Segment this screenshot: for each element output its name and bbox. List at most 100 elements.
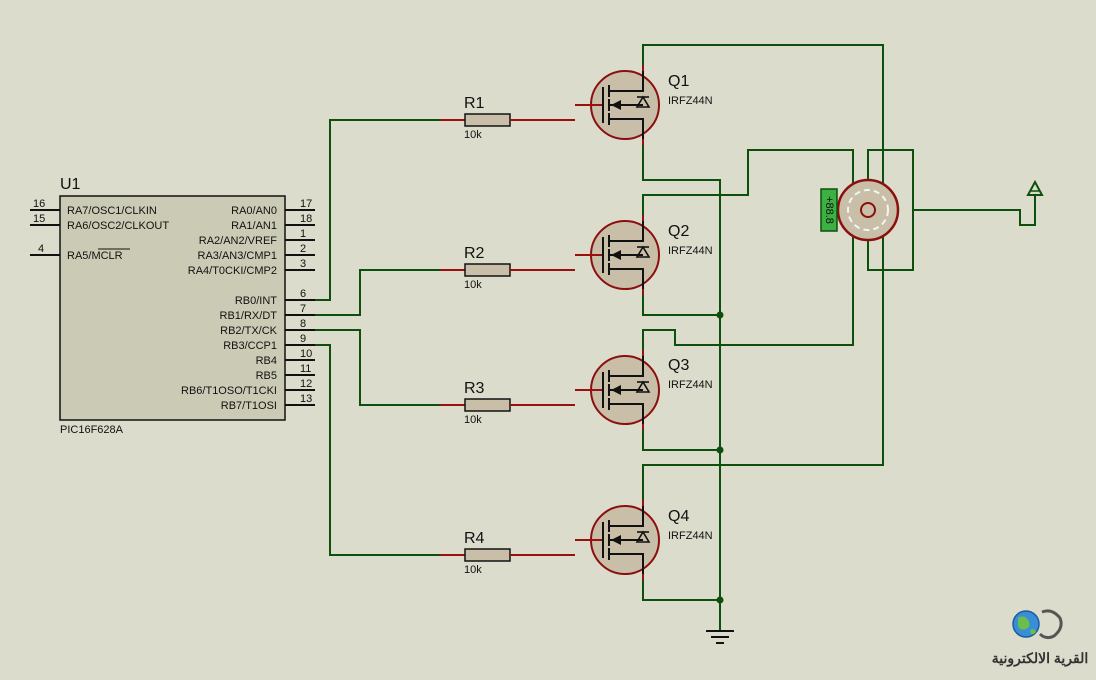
pin-label: RB2/TX/CK — [220, 325, 278, 337]
logo: القرية الالكترونية — [992, 609, 1088, 667]
ic-right-pin: 10 RB4 — [256, 348, 315, 367]
power-wires — [642, 44, 1036, 630]
pin-label: RA6/OSC2/CLKOUT — [67, 220, 169, 232]
pin-number: 12 — [300, 378, 312, 390]
pin-label: RB5 — [256, 370, 277, 382]
resistor-body — [464, 548, 511, 562]
resistor-ref: R2 — [464, 245, 485, 262]
wire-source-bus — [642, 145, 721, 630]
ic-left-pin: 15 RA6/OSC2/CLKOUT — [30, 213, 169, 232]
resistor-r4[interactable]: R4 10k — [440, 530, 575, 576]
microcontroller-u1[interactable]: U1 PIC16F628A 16 RA7/OSC1/CLKIN 15 RA6/O… — [30, 176, 315, 436]
resistor-ref: R4 — [464, 530, 485, 547]
pin-label: RB1/RX/DT — [220, 310, 278, 322]
mosfet-q1[interactable]: Q1 IRFZ44N — [574, 64, 713, 146]
mosfet-part: IRFZ44N — [668, 245, 713, 257]
wire-rb3-r4 — [315, 344, 440, 556]
pin-label: RB4 — [256, 355, 277, 367]
pin-number: 10 — [300, 348, 312, 360]
motor-display — [820, 188, 838, 232]
motor-body — [836, 178, 900, 242]
mosfet-q2[interactable]: Q2 IRFZ44N — [574, 214, 713, 296]
resistor-body — [464, 263, 511, 277]
ic-right-pin: 1 RA2/AN2/VREF — [199, 228, 315, 247]
wire-q2-q3-drain — [642, 149, 854, 350]
pin-number: 1 — [300, 228, 306, 240]
ic-left-pin: 4 RA5/MCLR — [30, 243, 130, 262]
ic-right-pin: 9 RB3/CCP1 — [223, 333, 315, 352]
dish-icon — [1038, 609, 1063, 640]
pin-number: 16 — [33, 198, 45, 210]
resistor-value: 10k — [464, 564, 482, 576]
ic-right-pin: 7 RB1/RX/DT — [220, 303, 315, 322]
ic-right-pin: 13 RB7/T1OSI — [221, 393, 315, 412]
wire-q4-source — [642, 580, 720, 601]
wire-q1-q4-drain — [642, 44, 884, 500]
mosfet-q4[interactable]: Q4 IRFZ44N — [574, 499, 713, 581]
pin-number: 13 — [300, 393, 312, 405]
motor-display-label: +88.8 — [823, 196, 835, 224]
mosfet-part: IRFZ44N — [668, 379, 713, 391]
pin-label: RA2/AN2/VREF — [199, 235, 278, 247]
signal-wires — [315, 119, 440, 556]
stepper-motor[interactable]: +88.8 — [820, 178, 900, 242]
ic-left-pin: 16 RA7/OSC1/CLKIN — [30, 198, 157, 217]
pin-label: RB3/CCP1 — [223, 340, 277, 352]
pin-number: 8 — [300, 318, 306, 330]
resistor-body — [464, 113, 511, 127]
pin-label: RB6/T1OSO/T1CKI — [181, 385, 277, 397]
ic-body — [59, 195, 286, 421]
pin-label: RA0/AN0 — [231, 205, 277, 217]
wire-rb0-r1 — [315, 119, 440, 301]
wire-rb2-r3 — [315, 329, 440, 406]
ic-right-pin: 17 RA0/AN0 — [231, 198, 315, 217]
resistor-body — [464, 398, 511, 412]
mosfet-ref: Q4 — [668, 508, 689, 525]
pin-label: RB0/INT — [235, 295, 277, 307]
pin-label: RA5/MCLR — [67, 250, 123, 262]
resistor-ref: R1 — [464, 95, 485, 112]
wire-motor-common — [913, 195, 1036, 226]
motor-ring — [847, 189, 889, 231]
pin-number: 9 — [300, 333, 306, 345]
pin-label: RB7/T1OSI — [221, 400, 277, 412]
ic-right-pin: 8 RB2/TX/CK — [220, 318, 315, 337]
resistor-ref: R3 — [464, 380, 485, 397]
logo-text: القرية الالكترونية — [992, 650, 1088, 667]
mosfet-ref: Q2 — [668, 223, 689, 240]
pin-number: 17 — [300, 198, 312, 210]
pin-label: RA3/AN3/CMP1 — [198, 250, 277, 262]
pin-label: RA7/OSC1/CLKIN — [67, 205, 157, 217]
resistor-value: 10k — [464, 129, 482, 141]
ic-right-pin: 12 RB6/T1OSO/T1CKI — [181, 378, 315, 397]
ground-icon — [706, 600, 734, 644]
ic-part-label: PIC16F628A — [60, 424, 124, 436]
pin-number: 11 — [300, 363, 311, 375]
resistor-r1[interactable]: R1 10k — [440, 95, 575, 141]
pin-label: RA4/T0CKI/CMP2 — [188, 265, 277, 277]
resistor-r3[interactable]: R3 10k — [440, 380, 575, 426]
mosfet-part: IRFZ44N — [668, 530, 713, 542]
wire-q2-source — [642, 295, 720, 316]
pin-number: 2 — [300, 243, 306, 255]
supply-arrow-icon — [1026, 179, 1044, 196]
mosfet-q3[interactable]: Q3 IRFZ44N — [574, 349, 713, 431]
resistor-value: 10k — [464, 279, 482, 291]
ic-right-pin: 11 RB5 — [256, 363, 315, 382]
pin-number: 6 — [300, 288, 306, 300]
motor-shaft — [860, 202, 876, 218]
mosfet-ref: Q3 — [668, 357, 689, 374]
mosfet-ref: Q1 — [668, 73, 689, 90]
resistor-r2[interactable]: R2 10k — [440, 245, 575, 291]
pin-number: 18 — [300, 213, 312, 225]
pin-label: RA1/AN1 — [231, 220, 277, 232]
pin-number: 7 — [300, 303, 306, 315]
junction-dot — [716, 446, 724, 454]
ic-right-pin: 2 RA3/AN3/CMP1 — [198, 243, 315, 262]
pin-number: 15 — [33, 213, 45, 225]
ic-right-pin: 3 RA4/T0CKI/CMP2 — [188, 258, 315, 277]
wire-rb1-r2 — [315, 269, 440, 316]
ic-right-pin: 6 RB0/INT — [235, 288, 315, 307]
pin-number: 3 — [300, 258, 306, 270]
